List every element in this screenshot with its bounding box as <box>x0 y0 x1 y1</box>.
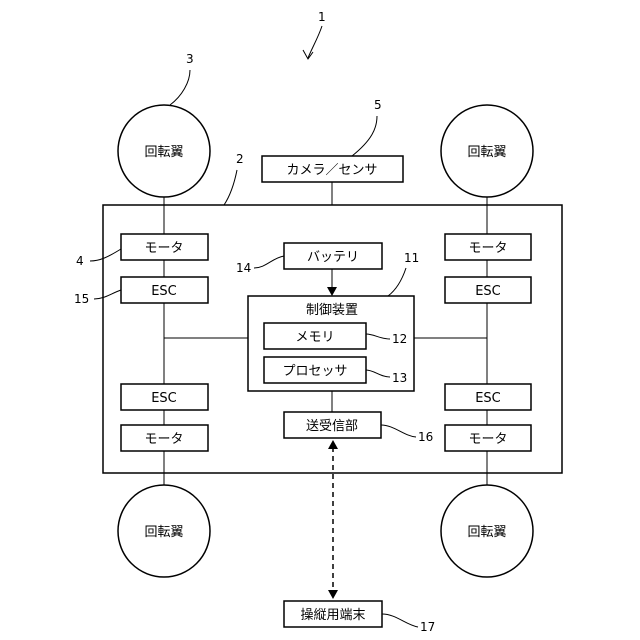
rotor-label: 回転翼 <box>144 525 183 540</box>
battery-box: バッテリ <box>284 243 382 269</box>
ref-motor: 4 <box>76 254 84 268</box>
wireless-arrowhead-down <box>328 590 338 599</box>
battery-arrowhead <box>327 287 337 296</box>
battery-label: バッテリ <box>307 250 359 265</box>
esc-top-right: ESC <box>445 277 531 303</box>
motor-bottom-left: モータ <box>121 425 208 451</box>
esc-label: ESC <box>151 391 177 406</box>
esc-bottom-left: ESC <box>121 384 208 410</box>
rotor-top-left: 回転翼 <box>118 105 210 197</box>
wireless-arrowhead-up <box>328 440 338 449</box>
motor-label: モータ <box>144 241 183 256</box>
ref-processor: 13 <box>392 371 407 385</box>
esc-label: ESC <box>475 391 501 406</box>
esc-label: ESC <box>151 284 177 299</box>
terminal-box: 操縦用端末 <box>284 601 382 627</box>
motor-bottom-right: モータ <box>445 425 531 451</box>
esc-bottom-right: ESC <box>445 384 531 410</box>
ref-rotor: 3 <box>186 52 194 66</box>
ref-camera: 5 <box>374 98 382 112</box>
rotor-bottom-left: 回転翼 <box>118 485 210 577</box>
rotor-bottom-right: 回転翼 <box>441 485 533 577</box>
ref-body: 2 <box>236 152 244 166</box>
ref-battery-leader <box>254 256 284 268</box>
ref-terminal: 17 <box>420 620 435 634</box>
motor-label: モータ <box>468 432 507 447</box>
ref-memory: 12 <box>392 332 407 346</box>
figure-ref-label: 1 <box>318 10 326 24</box>
ref-esc: 15 <box>74 292 89 306</box>
ref-transceiver: 16 <box>418 430 433 444</box>
ref-controller: 11 <box>404 251 419 265</box>
rotor-label: 回転翼 <box>467 145 506 160</box>
memory-label: メモリ <box>295 330 334 345</box>
ref-esc-leader <box>94 290 121 299</box>
ref-camera-leader <box>352 116 377 156</box>
transceiver-label: 送受信部 <box>306 419 358 434</box>
memory-box: メモリ <box>264 323 366 349</box>
ref-rotor-leader <box>170 70 190 105</box>
processor-box: プロセッサ <box>264 357 366 383</box>
camera-sensor-label: カメラ／センサ <box>286 163 377 178</box>
processor-label: プロセッサ <box>282 364 347 379</box>
esc-top-left: ESC <box>121 277 208 303</box>
ref-motor-leader <box>90 249 121 261</box>
ref-battery: 14 <box>236 261 251 275</box>
transceiver-box: 送受信部 <box>284 412 381 438</box>
ref-controller-leader <box>388 268 406 296</box>
esc-label: ESC <box>475 284 501 299</box>
motor-label: モータ <box>144 432 183 447</box>
ref-body-leader <box>224 170 237 205</box>
terminal-label: 操縦用端末 <box>300 607 365 623</box>
ref-transceiver-leader <box>381 425 416 437</box>
camera-sensor-box: カメラ／センサ <box>262 156 403 182</box>
rotor-label: 回転翼 <box>467 525 506 540</box>
motor-label: モータ <box>468 241 507 256</box>
figure-ref-leader <box>308 26 322 58</box>
rotor-top-right: 回転翼 <box>441 105 533 197</box>
ref-terminal-leader <box>382 614 418 627</box>
controller-label: 制御装置 <box>306 303 358 318</box>
motor-top-left: モータ <box>121 234 208 260</box>
motor-top-right: モータ <box>445 234 531 260</box>
rotor-label: 回転翼 <box>144 145 183 160</box>
